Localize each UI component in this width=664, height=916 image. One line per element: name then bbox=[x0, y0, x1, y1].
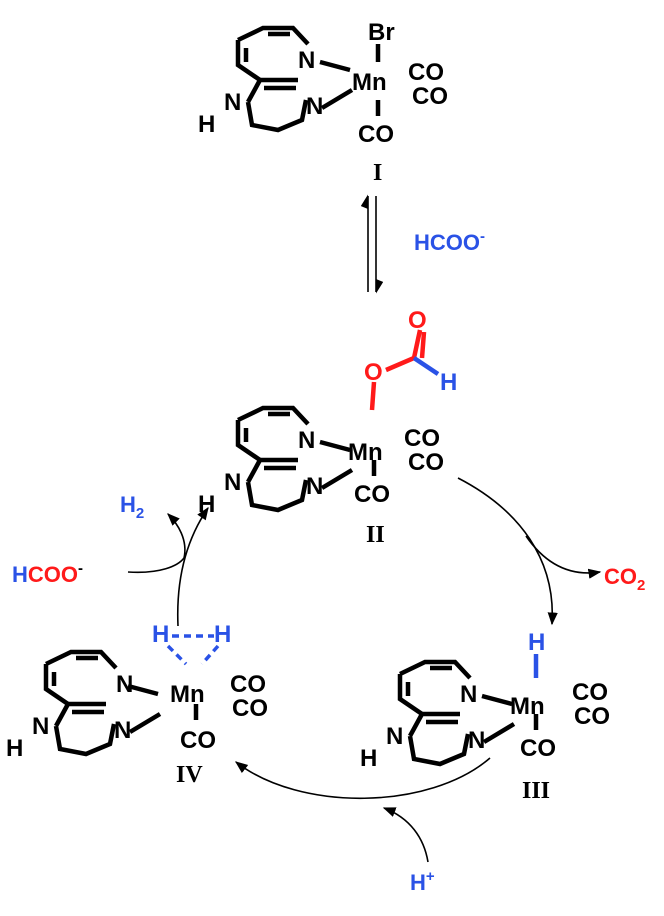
hydride-h: H bbox=[528, 629, 545, 656]
formate-carbonyl-o: O bbox=[408, 307, 427, 334]
bromide: Br bbox=[368, 19, 395, 46]
n-mn-bonds bbox=[481, 693, 539, 744]
imidazoline-ring bbox=[245, 77, 309, 133]
product-h2: H2 bbox=[120, 492, 144, 522]
amine-n: N bbox=[224, 89, 241, 116]
arrow-h2-release bbox=[167, 513, 186, 559]
amine-h: H bbox=[360, 745, 377, 772]
formate-o: O bbox=[364, 359, 383, 386]
formate-ligand: O O H bbox=[364, 307, 457, 411]
n-mn-bonds bbox=[319, 44, 381, 116]
formate-h: H bbox=[440, 369, 457, 396]
pyridine-n: N bbox=[298, 47, 315, 74]
dihydrogen-ligand: H H bbox=[152, 621, 231, 666]
pyridine-n: N bbox=[460, 681, 477, 708]
amine-n: N bbox=[386, 723, 403, 750]
pyridine-ring bbox=[397, 659, 472, 716]
arrow-co2-release bbox=[525, 535, 602, 579]
imine-n: N bbox=[306, 93, 323, 120]
label-I: I bbox=[373, 160, 382, 186]
pyridine-n: N bbox=[298, 427, 315, 454]
n-mn-bonds bbox=[127, 683, 199, 734]
imidazoline-ring bbox=[53, 701, 117, 757]
pyridine-n: N bbox=[116, 671, 133, 698]
manganese: Mn bbox=[352, 69, 387, 96]
complex-II: O O H N N N H Mn CO CO CO II bbox=[198, 307, 457, 548]
amine-n: N bbox=[224, 469, 241, 496]
arrow-IV-to-II bbox=[176, 506, 209, 627]
carbonyl-1: CO bbox=[408, 59, 444, 86]
arrow-proton-uptake bbox=[382, 807, 429, 863]
amine-h: H bbox=[198, 491, 215, 518]
cycle-arrows bbox=[127, 477, 602, 863]
amine-h: H bbox=[198, 111, 215, 138]
reagent-proton: H+ bbox=[410, 868, 435, 895]
complex-III: H N N N H Mn CO CO CO III bbox=[360, 629, 610, 804]
manganese: Mn bbox=[170, 681, 205, 708]
amine-n: N bbox=[32, 713, 49, 740]
carbonyl-1: CO bbox=[230, 671, 266, 698]
imine-n: N bbox=[468, 727, 485, 754]
pyridine-ring bbox=[43, 649, 118, 706]
arrow-III-to-IV bbox=[234, 757, 491, 800]
carbonyl-3: CO bbox=[354, 481, 390, 508]
hydride-ligand: H bbox=[528, 629, 545, 678]
manganese: Mn bbox=[510, 693, 545, 720]
h2-atom-2: H bbox=[214, 621, 231, 648]
carbonyl-2: CO bbox=[408, 449, 444, 476]
n-mn-bonds bbox=[319, 439, 377, 490]
pyridine-ring bbox=[235, 405, 310, 462]
manganese: Mn bbox=[348, 439, 383, 466]
arrow-II-to-III bbox=[457, 477, 558, 626]
carbonyl-3: CO bbox=[520, 735, 556, 762]
carbonyl-2: CO bbox=[232, 695, 268, 722]
complex-IV: H H N N N H Mn CO CO CO IV bbox=[6, 621, 268, 788]
amine-h: H bbox=[6, 735, 23, 762]
label-IV: IV bbox=[176, 762, 203, 788]
imine-n: N bbox=[306, 473, 323, 500]
carbonyl-1: CO bbox=[572, 679, 608, 706]
product-co2: CO2 bbox=[604, 564, 645, 594]
reagent-formate-top: HCOO- bbox=[414, 228, 485, 255]
carbonyl-3: CO bbox=[358, 121, 394, 148]
arrow-formate-uptake bbox=[127, 557, 185, 574]
carbonyl-2: CO bbox=[412, 83, 448, 110]
imidazoline-ring bbox=[245, 457, 309, 513]
label-III: III bbox=[522, 778, 550, 804]
reagent-formate-left: HCOO- bbox=[12, 560, 83, 587]
carbonyl-1: CO bbox=[404, 425, 440, 452]
pyridine-ring bbox=[235, 25, 310, 82]
label-II: II bbox=[366, 522, 385, 548]
imine-n: N bbox=[114, 717, 131, 744]
carbonyl-3: CO bbox=[180, 727, 216, 754]
complex-I: N N N H Mn Br CO CO CO I bbox=[198, 19, 448, 186]
h2-atom-1: H bbox=[152, 621, 169, 648]
imidazoline-ring bbox=[407, 711, 471, 767]
carbonyl-2: CO bbox=[574, 703, 610, 730]
equilibrium-arrow bbox=[360, 194, 384, 294]
